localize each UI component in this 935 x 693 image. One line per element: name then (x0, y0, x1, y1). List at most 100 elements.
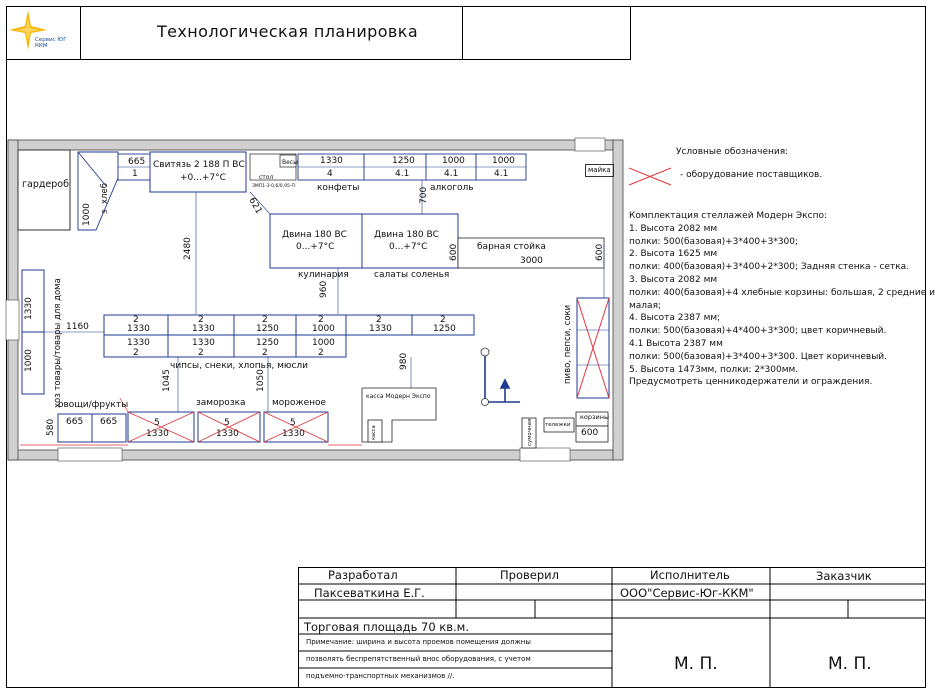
veg-shelf (57, 413, 127, 443)
cell-bottom-3: 4.1 (444, 169, 459, 179)
dim-1160: 1160 (66, 322, 89, 332)
logo-star-icon (9, 10, 47, 50)
dvina2-name: Двина 180 ВС (374, 230, 439, 240)
top-shelves (117, 153, 527, 181)
upper-top-0: 2 (133, 315, 139, 325)
stol-label: стол (259, 174, 274, 181)
freezer-size-2: 1330 (282, 429, 305, 439)
title-cell (80, 6, 463, 59)
cell-top-2: 1250 (392, 156, 415, 166)
label-konfety: конфеты (317, 183, 360, 193)
lower-bottom-1: 2 (198, 348, 204, 358)
upper-bottom-1: 1330 (192, 324, 215, 334)
legend-item: - оборудование поставщиков. (680, 170, 823, 180)
upper-bottom-4: 1330 (369, 324, 392, 334)
kit-line: малая; (629, 300, 662, 311)
tb-developed: Разработал (328, 568, 398, 582)
tb-stamp2: М. П. (828, 654, 872, 674)
logo-text: Сервис ЮГ ККМ (35, 37, 67, 49)
maika-label: майка (585, 164, 614, 177)
freezer-num-1: 5 (224, 418, 230, 428)
tb-area: Торговая площадь 70 кв.м. (304, 620, 470, 634)
tb-note2: позволять беспрепятственный внос оборудо… (306, 655, 531, 663)
header-block (6, 6, 631, 60)
legend-title: Условные обозначения: (676, 147, 789, 157)
bar-counter (457, 237, 605, 269)
kit-line: полки: 500(базовая)+4*400+3*300; цвет ко… (629, 326, 887, 337)
tb-developer-name: Паксеваткина Е.Г. (314, 586, 425, 600)
table-scales (249, 153, 297, 181)
dvina1-temp: 0...+7°С (296, 242, 335, 252)
wall-openings (5, 137, 606, 462)
dim-600c: 600 (581, 428, 599, 438)
lower-bottom-3: 2 (318, 348, 324, 358)
upper-top-4: 2 (376, 315, 382, 325)
logo-cell (6, 6, 81, 59)
lower-top-2: 1250 (256, 338, 279, 348)
left-wall-shelves (21, 269, 45, 395)
railings (20, 397, 362, 446)
veg-1: 665 (100, 417, 118, 427)
upper-bottom-0: 1330 (127, 324, 150, 334)
freezer-size-0: 1330 (146, 429, 169, 439)
tb-note1: Примечание: ширина и высота проемов поме… (306, 638, 531, 646)
freezer-num-0: 5 (154, 418, 160, 428)
upper-top-2: 2 (262, 315, 268, 325)
upper-bottom-5: 1250 (433, 324, 456, 334)
svityaz-temp: +0...+7°С (180, 173, 226, 183)
kit-line: полки: 500(базовая)+3*400+3*300; (629, 236, 799, 247)
cell-top-3: 1000 (442, 156, 465, 166)
cell-bottom-2: 4.1 (395, 169, 410, 179)
kit-line: полки: 500(базовая)+3*400+3*300. Цвет ко… (629, 351, 888, 362)
cell-top-0: 665 (128, 157, 146, 167)
cash-desk (361, 387, 437, 443)
tb-executor: Исполнитель (650, 568, 730, 582)
dvina-fridges (269, 213, 459, 269)
kit-specification: Комплектация стеллажей Модерн Экспо: 1. … (629, 210, 935, 389)
gondola-rows (103, 314, 475, 358)
svityaz-name: Свитязь 2 188 П ВС (153, 160, 245, 170)
kit-line: 1. Высота 2082 мм (629, 223, 718, 234)
upper-bottom-3: 1000 (312, 324, 335, 334)
kit-line: Предусмотреть ценникодержатели и огражде… (629, 377, 873, 388)
label-kulinaria: кулинария (298, 270, 349, 280)
kit-line: 5. Высота 1473мм, полки: 2*300мм. (629, 364, 799, 375)
bar-size: 3000 (520, 256, 543, 266)
exit-items (521, 411, 609, 449)
upper-bottom-2: 1250 (256, 324, 279, 334)
freezer-size-1: 1330 (216, 429, 239, 439)
dvina2-temp: 0...+7°С (389, 242, 428, 252)
lower-bottom-0: 2 (133, 348, 139, 358)
kit-line: Комплектация стеллажей Модерн Экспо: (629, 211, 827, 221)
tb-note3: подъемно-транспортных механизмов //. (306, 672, 455, 680)
logo-line2: ККМ (35, 43, 48, 49)
tb-stamp1: М. П. (674, 654, 718, 674)
upper-top-3: 2 (318, 315, 324, 325)
entrance-arrow-icon (480, 347, 520, 406)
wardrobe-room (17, 149, 71, 231)
stol-spec: ЗМП1-3-0,6/0,95-П (252, 184, 295, 189)
page-title: Технологическая планировка (157, 22, 419, 41)
upper-top-1: 2 (198, 315, 204, 325)
cell-bottom-4: 4.1 (494, 169, 509, 179)
label-ovoshchi: овощи/фрукты (58, 400, 129, 410)
label-chipsy: чипсы, снеки, хлопья, мюсли (170, 361, 309, 371)
soki-shelf (576, 297, 610, 399)
cell-bottom-1: 4 (327, 169, 333, 179)
vesy-label: Весы (282, 159, 298, 166)
tb-checked: Проверил (500, 568, 559, 582)
label-alkogol: алкоголь (430, 183, 474, 193)
upper-top-5: 2 (440, 315, 446, 325)
cell-top-1: 1330 (320, 156, 343, 166)
label-zamorozka: заморозка (196, 398, 246, 408)
logo-line1: Сервис ЮГ (35, 37, 67, 43)
kit-line: 2. Высота 1625 мм (629, 249, 718, 260)
lower-bottom-2: 2 (262, 348, 268, 358)
kit-line: 3. Высота 2082 мм (629, 274, 718, 285)
veg-0: 665 (66, 417, 84, 427)
label-telezhki: тележки (545, 422, 571, 428)
bar-name: барная стойка (477, 242, 546, 252)
kit-line: 4. Высота 2387 мм; (629, 313, 721, 324)
lower-top-3: 1000 (312, 338, 335, 348)
